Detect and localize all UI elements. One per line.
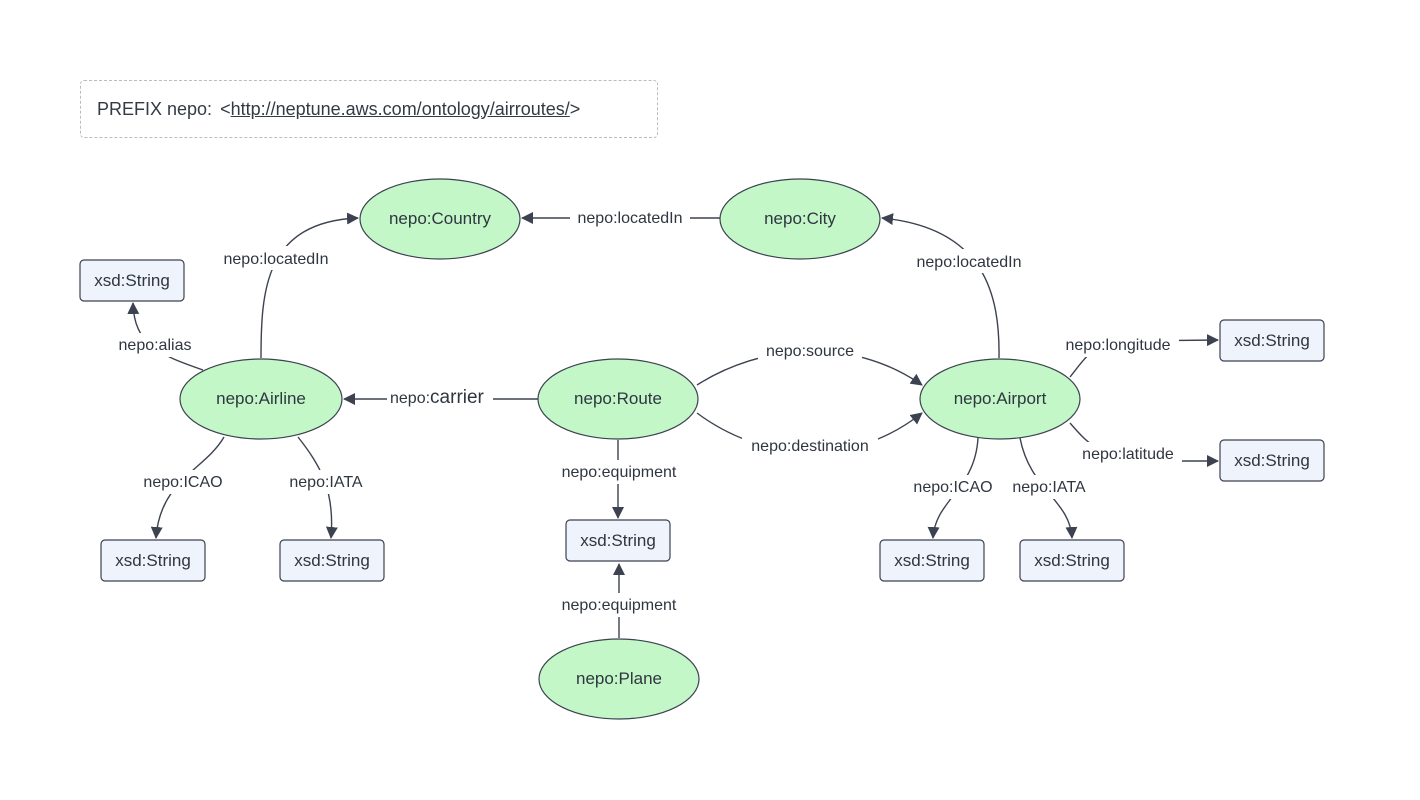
edge-route-carrier-airline: nepo:carrier [343,385,538,411]
edge-airport-locatedin-city: nepo:locatedIn [881,213,1030,359]
edge-airline-alias: nepo:alias [112,302,204,371]
node-plane[interactable]: nepo:Plane [538,638,700,720]
literal-alias-type[interactable]: xsd:String [79,259,185,302]
edge-plane-equipment: nepo:equipment [552,563,686,638]
edge-route-destination-airport: nepo:destination [696,412,923,458]
node-label-plane: nepo:Plane [576,669,662,688]
prefix-close-bracket: > [569,98,581,119]
node-label-route: nepo:Route [574,389,662,408]
literal-airline-icao-type[interactable]: xsd:String [100,539,206,582]
edge-label-airport-iata: nepo:IATA [1012,479,1086,496]
literal-latitude-type[interactable]: xsd:String [1219,439,1325,482]
edge-label-airline-locatedin: nepo:locatedIn [224,251,329,268]
literal-label-airport-icao: xsd:String [894,551,970,570]
edge-label-airport-locatedin: nepo:locatedIn [917,254,1022,271]
edge-label-destination: nepo:destination [751,438,868,455]
literal-label-longitude: xsd:String [1234,331,1310,350]
edge-label-airline-iata: nepo:IATA [289,474,363,491]
node-label-airport: nepo:Airport [954,389,1047,408]
literal-label-airline-iata: xsd:String [294,551,370,570]
edge-label-alias: nepo:alias [119,337,192,354]
literal-longitude-type[interactable]: xsd:String [1219,319,1325,362]
literal-airport-iata-type[interactable]: xsd:String [1019,539,1125,582]
edge-airport-longitude: nepo:longitude [1057,333,1219,378]
carrier-prefix: nepo: [390,390,430,407]
literal-label-latitude: xsd:String [1234,451,1310,470]
node-airport[interactable]: nepo:Airport [919,358,1081,440]
ontology-uri-link[interactable]: http://neptune.aws.com/ontology/airroute… [230,98,570,119]
literal-airline-iata-type[interactable]: xsd:String [279,539,385,582]
node-country[interactable]: nepo:Country [359,178,521,260]
node-label-airline: nepo:Airline [216,389,306,408]
literal-label-alias: xsd:String [94,271,170,290]
prefix-declaration: PREFIX nepo: <http://neptune.aws.com/ont… [80,80,658,138]
literal-label-airport-iata: xsd:String [1034,551,1110,570]
edge-label-plane-equipment: nepo:equipment [562,597,677,614]
node-label-country: nepo:Country [389,209,492,228]
edge-label-longitude: nepo:longitude [1066,337,1171,354]
node-label-city: nepo:City [764,209,836,228]
edge-label-carrier: nepo:carrier [390,387,485,408]
literal-equipment-type[interactable]: xsd:String [565,519,671,562]
edge-airline-locatedin-country: nepo:locatedIn [215,212,359,359]
edge-airport-iata: nepo:IATA [1005,437,1093,539]
edge-label-airport-icao: nepo:ICAO [913,479,992,496]
prefix-open-bracket: < [220,98,231,119]
edge-airline-iata: nepo:IATA [282,436,370,539]
edge-label-source: nepo:source [766,343,854,360]
literal-airport-icao-type[interactable]: xsd:String [879,539,985,582]
edge-route-source-airport: nepo:source [696,339,923,386]
edge-city-locatedin-country: nepo:locatedIn [521,206,720,230]
edge-airport-icao: nepo:ICAO [906,437,1000,539]
edge-airline-icao: nepo:ICAO [136,436,230,539]
carrier-name: carrier [430,387,485,408]
literal-label-equipment: xsd:String [580,531,656,550]
prefix-keyword: PREFIX nepo: [97,98,213,119]
edge-label-latitude: nepo:latitude [1082,446,1174,463]
edge-label-route-equipment: nepo:equipment [562,464,677,481]
edge-label-city-locatedin: nepo:locatedIn [578,210,683,227]
edge-route-equipment: nepo:equipment [552,440,686,519]
edge-label-airline-icao: nepo:ICAO [143,474,222,491]
node-route[interactable]: nepo:Route [537,358,699,440]
node-airline[interactable]: nepo:Airline [179,358,343,440]
edge-airport-latitude: nepo:latitude [1069,422,1219,467]
node-city[interactable]: nepo:City [719,178,881,260]
literal-label-airline-icao: xsd:String [115,551,191,570]
